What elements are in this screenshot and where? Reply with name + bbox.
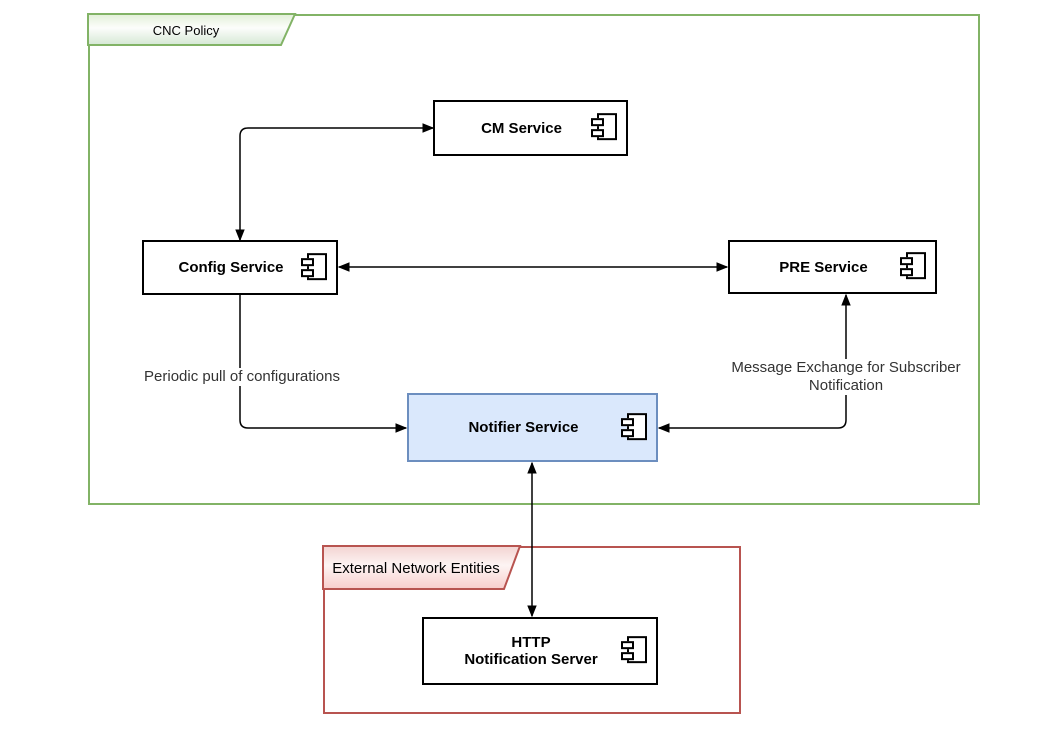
cnc-policy-tab-label: CNC Policy [152,22,220,38]
notifier-service-label: Notifier Service [468,419,579,436]
edge-label-message-exchange: Message Exchange for Subscriber Notifica… [726,359,966,395]
pre-service-label: PRE Service [779,258,868,276]
edge-config-cm[interactable] [235,123,435,242]
component-cm-service[interactable]: CM Service [433,100,628,156]
cm-service-label: CM Service [481,119,562,137]
uml-component-icon [591,113,617,141]
component-config-service[interactable]: Config Service [142,240,338,295]
cnc-policy-tab[interactable] [87,13,299,48]
component-pre-service[interactable]: PRE Service [728,240,937,294]
external-network-entities-tab-label: External Network Entities [332,559,500,577]
component-http-notification-server[interactable]: HTTP Notification Server [422,617,658,685]
external-network-entities-tab[interactable] [322,545,524,592]
config-service-label: Config Service [178,259,284,276]
uml-component-icon [621,636,647,664]
uml-component-icon [301,252,327,280]
uml-component-icon [621,412,647,440]
component-notifier-service[interactable]: Notifier Service [407,393,658,462]
http-notification-server-label: HTTP Notification Server [464,634,598,668]
uml-component-icon [900,252,926,280]
edge-label-periodic-pull: Periodic pull of configurations [132,368,352,386]
edge-pre-notifier[interactable] [657,293,851,433]
edge-config-notifier[interactable] [239,295,408,433]
